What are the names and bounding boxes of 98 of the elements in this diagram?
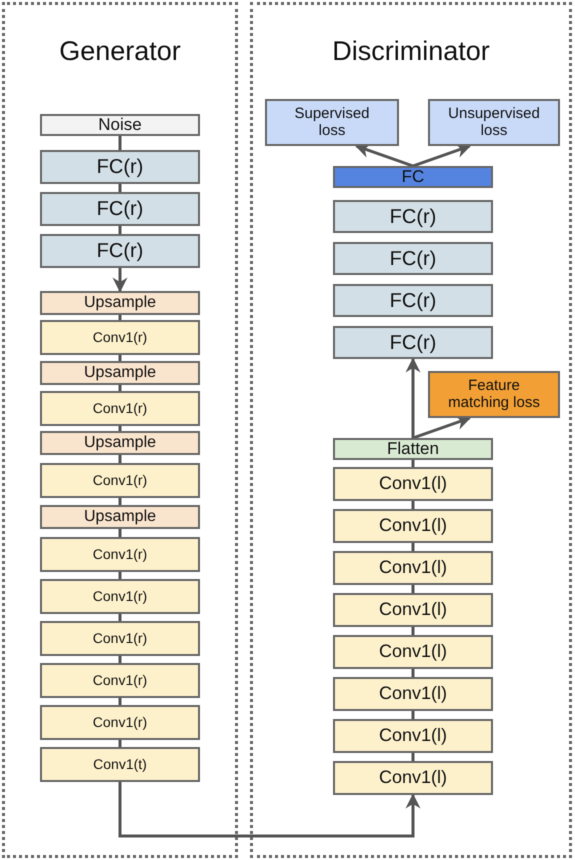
connector-line bbox=[118, 226, 122, 234]
layer-box bbox=[40, 114, 200, 136]
panel-frame bbox=[2, 2, 238, 858]
layer-label: Conv1(l) bbox=[378, 642, 448, 662]
connector-line bbox=[118, 385, 122, 391]
layer-box bbox=[333, 677, 493, 711]
layer-label: FC(r) bbox=[96, 198, 144, 220]
layer-box bbox=[333, 719, 493, 753]
layer-label: Conv1(r) bbox=[92, 546, 148, 562]
layer-box bbox=[333, 509, 493, 543]
layer-label: FC(r) bbox=[96, 156, 144, 178]
layer-label: Upsample bbox=[84, 364, 156, 382]
layer-box bbox=[40, 320, 200, 355]
layer-label: Upsample bbox=[84, 434, 156, 452]
connector-line bbox=[412, 669, 414, 677]
connector-line bbox=[118, 184, 122, 192]
connector-line bbox=[412, 585, 414, 593]
layer-label: Conv1(l) bbox=[378, 516, 448, 536]
connector-line bbox=[412, 460, 414, 467]
layer-label: FC(r) bbox=[96, 240, 144, 262]
layer-box bbox=[40, 663, 200, 698]
layer-box bbox=[40, 291, 200, 315]
layer-box bbox=[333, 761, 493, 795]
layer-label: Unsupervised loss bbox=[447, 106, 541, 139]
connector-line bbox=[118, 426, 122, 431]
layer-label: FC(r) bbox=[390, 206, 436, 228]
connector-line bbox=[118, 498, 122, 505]
layer-box bbox=[40, 621, 200, 656]
layer-box bbox=[40, 192, 200, 226]
connector-line bbox=[412, 627, 414, 635]
connector-line bbox=[118, 740, 122, 747]
connector-line bbox=[412, 711, 414, 719]
layer-box bbox=[40, 747, 200, 782]
layer-label: Conv1(r) bbox=[92, 672, 148, 688]
panel-heading: Discriminator bbox=[332, 37, 490, 67]
layer-box bbox=[333, 467, 493, 501]
connector-line bbox=[118, 355, 122, 361]
connector-line bbox=[412, 543, 414, 551]
layer-label: Conv1(t) bbox=[93, 756, 147, 772]
layer-box bbox=[40, 579, 200, 614]
layer-box bbox=[40, 150, 200, 184]
layer-label: Feature matching loss bbox=[447, 378, 541, 411]
panel-heading: Generator bbox=[59, 37, 181, 67]
layer-label: Upsample bbox=[84, 294, 156, 312]
layer-label: FC(r) bbox=[390, 332, 436, 354]
layer-label: FC(r) bbox=[390, 248, 436, 270]
connector-line bbox=[118, 136, 122, 150]
connector-line bbox=[118, 455, 122, 463]
layer-box bbox=[40, 505, 200, 529]
layer-box bbox=[40, 463, 200, 498]
layer-box bbox=[333, 593, 493, 627]
connector-line bbox=[118, 529, 122, 537]
layer-box bbox=[40, 431, 200, 455]
layer-label: Conv1(l) bbox=[378, 768, 448, 788]
arrow bbox=[118, 782, 420, 838]
layer-box bbox=[40, 361, 200, 385]
layer-box bbox=[40, 391, 200, 426]
layer-label: Conv1(r) bbox=[92, 472, 148, 488]
layer-box bbox=[333, 551, 493, 585]
layer-label: Conv1(l) bbox=[378, 684, 448, 704]
layer-label: Flatten bbox=[387, 440, 439, 458]
layer-box bbox=[333, 635, 493, 669]
arrow bbox=[406, 358, 420, 438]
layer-box bbox=[333, 284, 493, 317]
layer-label: Conv1(l) bbox=[378, 474, 448, 494]
layer-label: Conv1(l) bbox=[378, 558, 448, 578]
panel-frame bbox=[250, 2, 572, 858]
layer-label: Conv1(r) bbox=[92, 630, 148, 646]
layer-label: Conv1(l) bbox=[378, 726, 448, 746]
connector-line bbox=[118, 698, 122, 705]
layer-label: Conv1(r) bbox=[92, 330, 148, 346]
connector-line bbox=[118, 572, 122, 579]
layer-box bbox=[40, 705, 200, 740]
arrow bbox=[112, 268, 128, 292]
layer-box bbox=[333, 438, 493, 460]
layer-label: Supervised loss bbox=[293, 106, 371, 139]
connector-line bbox=[118, 614, 122, 621]
layer-label: Noise bbox=[98, 116, 142, 134]
layer-box bbox=[265, 99, 399, 146]
layer-box bbox=[333, 200, 493, 233]
layer-label: Upsample bbox=[84, 508, 156, 526]
layer-label: Conv1(r) bbox=[92, 588, 148, 604]
layer-label: Conv1(l) bbox=[378, 600, 448, 620]
connector-line bbox=[412, 753, 414, 761]
connector-line bbox=[118, 315, 122, 320]
layer-box bbox=[428, 99, 560, 146]
layer-box bbox=[40, 234, 200, 268]
layer-label: Conv1(r) bbox=[92, 400, 148, 416]
layer-box bbox=[40, 537, 200, 572]
layer-label: Conv1(r) bbox=[92, 714, 148, 730]
layer-label: FC(r) bbox=[390, 290, 436, 312]
layer-box bbox=[333, 242, 493, 275]
layer-box bbox=[428, 371, 560, 418]
connector-line bbox=[118, 656, 122, 663]
layer-label: FC bbox=[402, 168, 424, 186]
layer-box bbox=[333, 326, 493, 359]
layer-box bbox=[333, 166, 493, 188]
connector-line bbox=[412, 501, 414, 509]
